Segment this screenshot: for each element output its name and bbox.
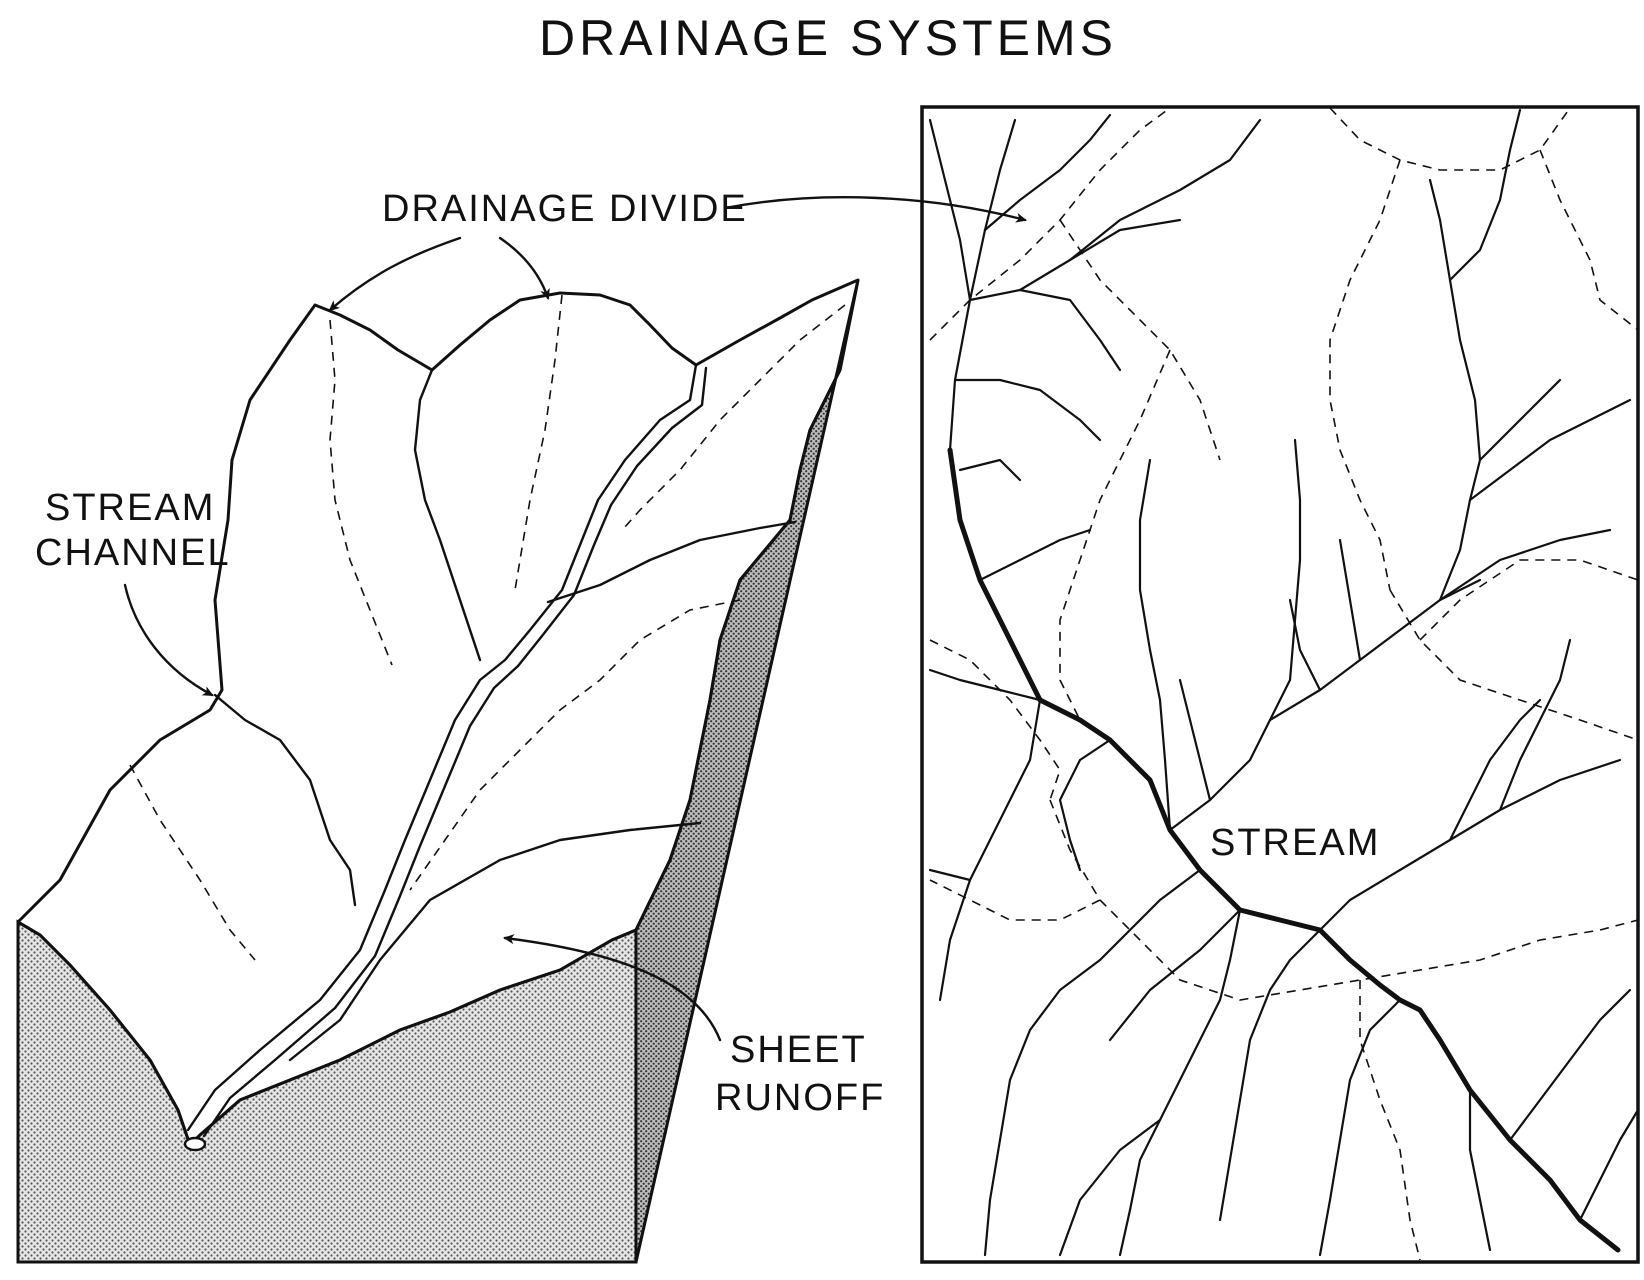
tributaries	[928, 108, 1640, 1257]
divide-dashed	[623, 304, 846, 529]
main-stream	[947, 447, 1621, 1253]
map-frame	[920, 105, 1640, 1264]
stream-channel	[202, 366, 708, 1138]
leader-drainage-divide-left	[328, 236, 462, 312]
label-drainage-divide: DRAINAGE DIVIDE	[382, 188, 748, 230]
label-stream: STREAM	[1210, 822, 1380, 864]
label-stream-channel-line2: CHANNEL	[35, 532, 231, 574]
diagram-title: DRAINAGE SYSTEMS	[539, 10, 1117, 66]
leader-sheet-runoff	[503, 934, 722, 1042]
label-sheet-runoff-line2: RUNOFF	[715, 1077, 885, 1119]
ridge-line	[413, 368, 482, 662]
label-stream-channel-line1: STREAM	[45, 487, 215, 529]
ridge-line	[213, 693, 357, 907]
channel-mouth	[183, 1136, 207, 1152]
divide-dashed	[409, 599, 741, 891]
ridge-line	[546, 520, 797, 604]
divide-dashed	[329, 319, 393, 666]
block-diagram	[16, 278, 860, 1264]
divide-dashed	[514, 294, 563, 591]
front-cross-section	[16, 919, 638, 1264]
ridge-line	[288, 821, 702, 1062]
leader-drainage-divide-map	[723, 196, 1027, 223]
leader-stream-channel	[123, 583, 214, 697]
basin-surface-outline	[16, 278, 860, 1147]
label-sheet-runoff-line1: SHEET	[730, 1029, 867, 1071]
map-divides	[929, 107, 1639, 1261]
divide-dashed	[129, 764, 256, 961]
stream-channel	[186, 363, 698, 1132]
leader-drainage-divide-middle	[498, 236, 550, 300]
map-view	[920, 105, 1640, 1264]
